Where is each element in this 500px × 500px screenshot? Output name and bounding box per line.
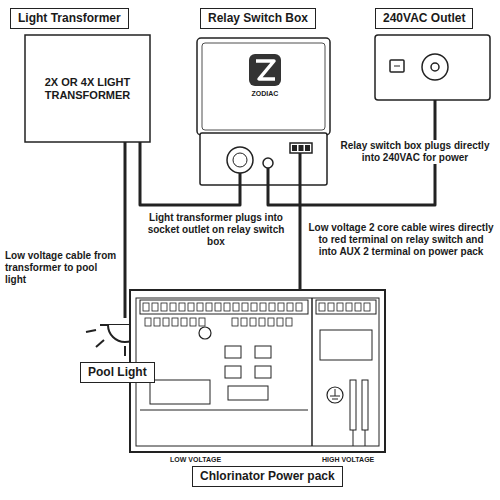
transformer-node: Light Transformer 2X OR 4X LIGHT TRANSFOR…: [10, 8, 152, 142]
relay-box: [197, 38, 330, 185]
node-heading: Relay Switch Box: [200, 8, 316, 29]
power-pack-node: Chlorinator Power pack: [130, 290, 385, 452]
section-label: HIGH VOLTAGE: [322, 455, 374, 464]
cable: [299, 188, 302, 290]
node-heading: Pool Light: [80, 362, 155, 383]
light-node: Pool Light: [75, 318, 180, 390]
node-heading: Light Transformer: [10, 8, 129, 29]
connector-label: Low voltage cable from transformer to po…: [5, 250, 117, 286]
section-label: LOW VOLTAGE: [170, 455, 221, 464]
connector-label: Low voltage 2 core cable wires directly …: [308, 222, 494, 258]
cable: [124, 142, 127, 318]
node-heading: 240VAC Outlet: [375, 8, 473, 29]
connector-label: Relay switch box plugs directly into 240…: [336, 140, 494, 164]
power-pack: [130, 290, 385, 452]
relay-node: Relay Switch Box: [195, 8, 332, 188]
cable-stubs: [240, 153, 300, 188]
node-body: 2X OR 4X LIGHT TRANSFORMER: [40, 35, 135, 142]
zodiac-logo: [249, 54, 281, 86]
power-outlet: [375, 35, 490, 100]
logo-text: ZODIAC: [238, 89, 292, 98]
connector-label: Light transformer plugs into socket outl…: [142, 212, 290, 248]
node-heading: Chlorinator Power pack: [192, 466, 343, 487]
cable: [140, 142, 240, 205]
transformer-housing: [25, 35, 150, 142]
outlet-node: 240VAC Outlet: [373, 8, 492, 100]
